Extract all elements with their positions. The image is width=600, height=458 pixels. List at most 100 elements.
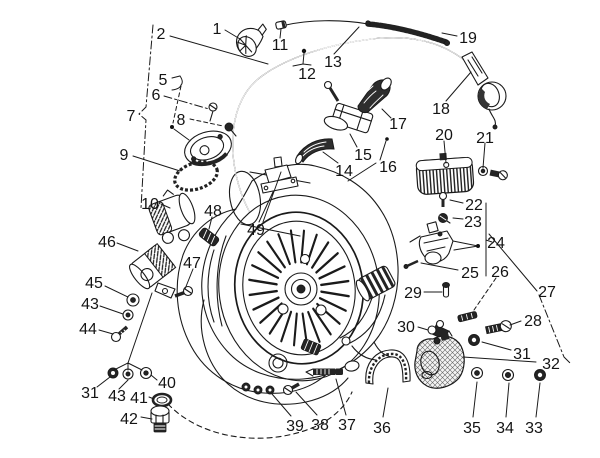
part-42-label: 42 xyxy=(120,411,138,428)
washer-34 xyxy=(501,368,515,382)
part-16-label: 16 xyxy=(379,159,397,176)
leader-lines-dashed xyxy=(172,85,497,311)
mount-arm xyxy=(339,294,386,344)
part-22-label: 22 xyxy=(465,197,483,214)
part-41-label: 41 xyxy=(130,390,148,407)
part-7-label: 7 xyxy=(127,108,136,125)
part-39-label: 39 xyxy=(286,418,304,435)
part-40-label: 40 xyxy=(158,375,176,392)
fan-blades xyxy=(248,229,350,347)
part-14-label: 14 xyxy=(335,163,353,180)
leader-lines-solid xyxy=(96,26,541,420)
nut-33 xyxy=(534,369,546,381)
transmission-cable-12-highlight xyxy=(232,37,471,212)
part-48-label: 48 xyxy=(204,203,222,220)
part-11-label: 11 xyxy=(272,37,289,54)
part-21-label: 21 xyxy=(476,130,494,147)
drain-plug-42 xyxy=(150,405,170,433)
part-1-label: 1 xyxy=(213,21,222,38)
part-27-label: 27 xyxy=(538,284,556,301)
intake-cone-17 xyxy=(357,77,392,114)
stator-10 xyxy=(148,189,196,244)
throttle-cable-13 xyxy=(285,20,369,26)
screw-22 xyxy=(438,191,448,207)
leader-lines xyxy=(96,24,571,420)
part-30-label: 30 xyxy=(397,319,415,336)
removed-cover-dashed-outline xyxy=(167,391,353,439)
part-20-label: 20 xyxy=(435,127,453,144)
air-filter-20 xyxy=(415,152,475,195)
part-44-label: 44 xyxy=(79,321,97,338)
splined-pin-48 xyxy=(198,227,220,247)
washer-35 xyxy=(470,366,484,380)
part-31-right-label: 31 xyxy=(513,346,531,363)
part-31-left-label: 31 xyxy=(81,385,99,402)
part-8-label: 8 xyxy=(177,112,186,129)
flywheel-hub xyxy=(277,253,327,316)
housing-ribs xyxy=(207,235,227,327)
head-cover-group xyxy=(282,333,546,396)
washer-45 xyxy=(126,293,140,307)
part-37-label: 37 xyxy=(338,417,356,434)
cylinder-barrel xyxy=(228,170,262,226)
part-28-label: 28 xyxy=(524,313,542,330)
elbow-hose-14 xyxy=(295,138,335,165)
clamp-screw xyxy=(323,80,340,102)
bolt-38 xyxy=(282,382,300,396)
part-43-lower-label: 43 xyxy=(108,388,126,405)
airbox-15 xyxy=(323,102,374,134)
part-46-label: 46 xyxy=(98,234,116,251)
part-5-label: 5 xyxy=(159,72,168,89)
leader-lines-dashdot xyxy=(138,24,571,364)
part-19-label: 19 xyxy=(459,30,477,47)
cable-end-fitting xyxy=(365,20,371,26)
part-26-label: 26 xyxy=(491,264,509,281)
part-2-label: 2 xyxy=(157,26,166,43)
nut-43-upper xyxy=(122,309,134,321)
washer-screw-21 xyxy=(477,165,508,181)
ignition-side-group xyxy=(107,102,237,433)
part-9-label: 9 xyxy=(120,147,129,164)
sump-outline xyxy=(200,299,349,405)
intake-group xyxy=(295,77,512,346)
part-47-label: 47 xyxy=(183,255,201,272)
screw-47 xyxy=(174,285,194,298)
fan-inner-ring xyxy=(242,220,356,356)
part-35-label: 35 xyxy=(463,420,481,437)
part-34-label: 34 xyxy=(496,420,514,437)
cable-end-cap-11 xyxy=(275,20,287,30)
screw-6 xyxy=(208,102,218,122)
case-studs-and-seals xyxy=(241,382,275,395)
braided-sheath-19 xyxy=(365,21,449,45)
part-45-label: 45 xyxy=(85,275,103,292)
nut-31-right xyxy=(468,334,480,346)
splined-shaft-stub xyxy=(300,338,322,356)
part-17-label: 17 xyxy=(389,116,407,133)
washer-40 xyxy=(139,366,153,380)
o-ring-41 xyxy=(151,392,173,408)
horn-bell-1 xyxy=(236,23,267,57)
carburetor-24 xyxy=(409,221,454,265)
mount-arm-boss xyxy=(341,336,351,346)
stud-26 xyxy=(457,311,478,323)
part-13-label: 13 xyxy=(324,54,342,71)
part-23-label: 23 xyxy=(464,214,482,231)
part-49-label: 49 xyxy=(247,222,265,239)
part-10-label: 10 xyxy=(141,196,159,213)
nut-31-left xyxy=(107,367,119,379)
part-32-label: 32 xyxy=(542,356,560,373)
stud-boss xyxy=(344,360,360,372)
spark-plug-cap-18 xyxy=(461,51,507,130)
cable-end-fitting xyxy=(443,39,451,47)
part-24-label: 24 xyxy=(487,235,505,252)
leader-dots xyxy=(170,48,480,248)
part-12-label: 12 xyxy=(298,66,316,83)
inlet-manifold xyxy=(260,156,299,194)
kickstart-shaft xyxy=(272,357,284,369)
gasket-9 xyxy=(173,160,219,192)
pin-25 xyxy=(403,259,419,269)
pin-29 xyxy=(442,282,450,298)
part-18-label: 18 xyxy=(432,101,450,118)
